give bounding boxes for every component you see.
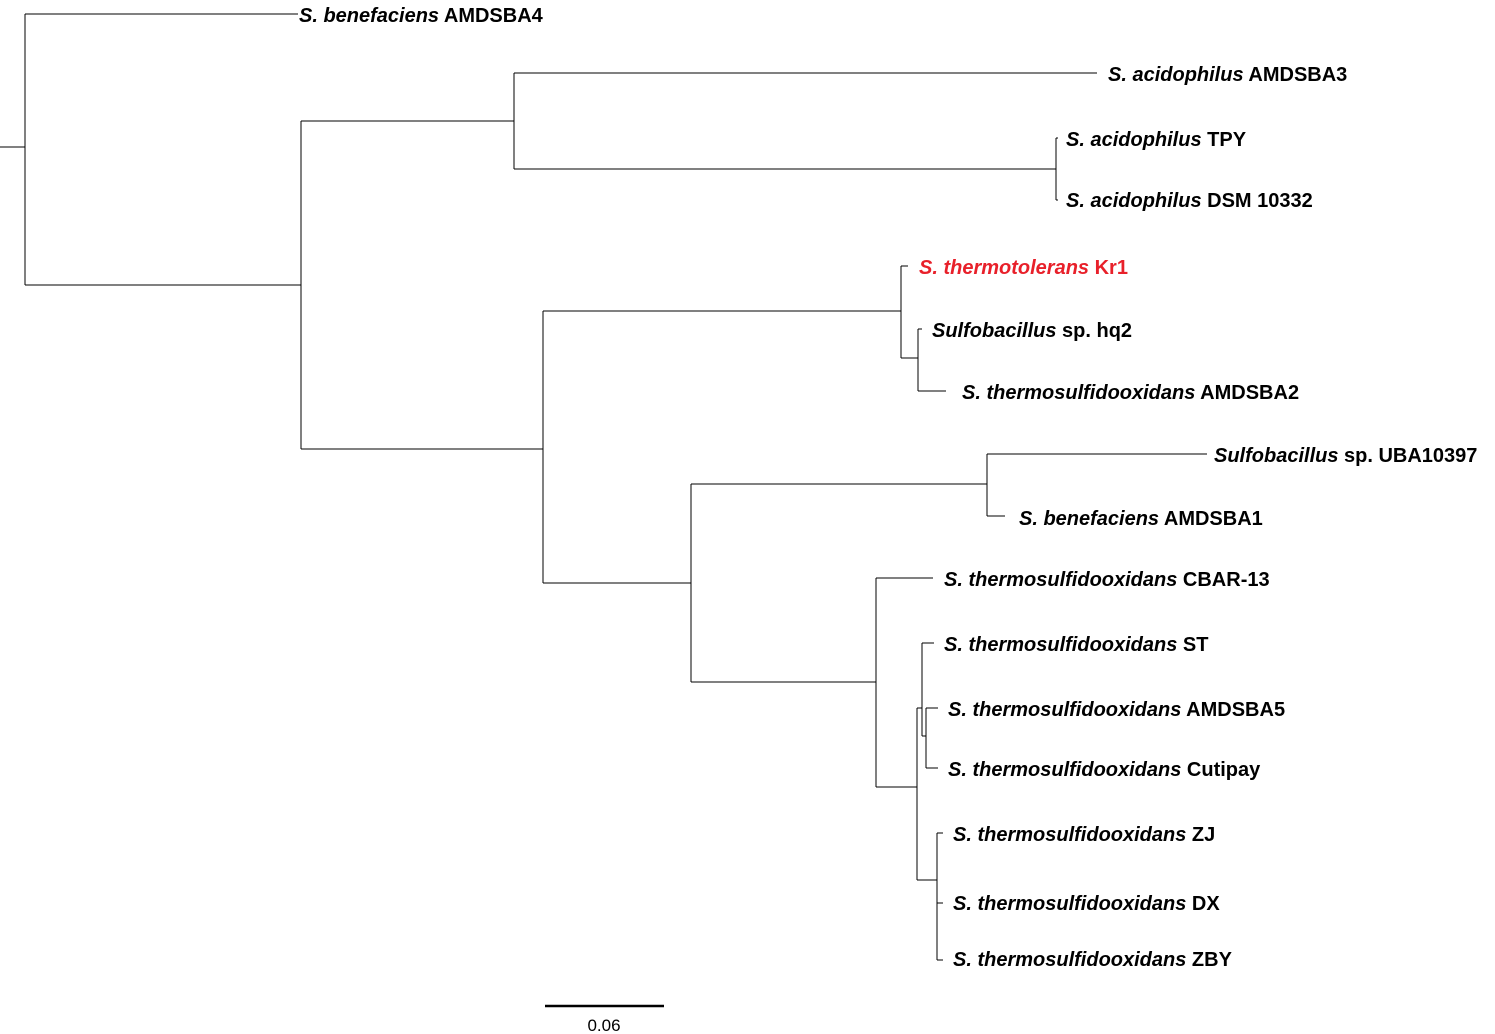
leaf-strain-name: sp. UBA10397 (1338, 445, 1477, 467)
scale-bar-group: 0.06 (545, 1004, 664, 1034)
leaf-strain-name: ZJ (1186, 824, 1215, 846)
leaf-taxon-name: S. benefaciens (299, 5, 439, 27)
leaf-label-l5: S. thermotolerans Kr1 (919, 257, 1128, 279)
leaf-label-l8: Sulfobacillus sp. UBA10397 (1214, 445, 1477, 467)
leaf-label-l10: S. thermosulfidooxidans CBAR-13 (944, 569, 1270, 591)
leaf-strain-name: AMDSBA4 (439, 5, 544, 27)
leaf-strain-name: DX (1186, 893, 1220, 915)
leaf-strain-name: ZBY (1186, 949, 1232, 971)
leaf-label-l13: S. thermosulfidooxidans Cutipay (948, 759, 1261, 781)
leaf-label-l6: Sulfobacillus sp. hq2 (932, 320, 1132, 342)
leaf-taxon-name: S. thermosulfidooxidans (948, 699, 1181, 721)
leaf-strain-name: ST (1177, 634, 1208, 656)
leaf-strain-name: sp. hq2 (1056, 320, 1132, 342)
leaf-strain-name: Cutipay (1181, 759, 1261, 781)
leaf-strain-name: AMDSBA3 (1244, 64, 1348, 86)
leaf-taxon-name: S. thermotolerans (919, 257, 1089, 279)
leaf-taxon-name: S. acidophilus (1066, 129, 1202, 151)
leaf-taxon-name: S. thermosulfidooxidans (948, 759, 1181, 781)
leaf-strain-name: AMDSBA5 (1181, 699, 1285, 721)
leaf-taxon-name: S. benefaciens (1019, 508, 1159, 530)
leaf-strain-name: CBAR-13 (1177, 569, 1269, 591)
leaf-strain-name: DSM 10332 (1202, 190, 1313, 212)
leaf-label-l14: S. thermosulfidooxidans ZJ (953, 824, 1215, 846)
scale-bar-label: 0.06 (587, 1016, 620, 1034)
leaf-strain-name: Kr1 (1089, 257, 1128, 279)
leaf-label-l2: S. acidophilus AMDSBA3 (1108, 64, 1347, 86)
leaf-taxon-name: S. thermosulfidooxidans (953, 949, 1186, 971)
leaf-taxon-name: S. thermosulfidooxidans (953, 824, 1186, 846)
leaf-label-l4: S. acidophilus DSM 10332 (1066, 190, 1313, 212)
leaf-taxon-name: Sulfobacillus (1214, 445, 1338, 467)
leaf-taxon-name: Sulfobacillus (932, 320, 1056, 342)
leaf-label-l1: S. benefaciens AMDSBA4 (299, 5, 544, 27)
leaf-label-l16: S. thermosulfidooxidans ZBY (953, 949, 1233, 971)
leaf-label-l11: S. thermosulfidooxidans ST (944, 634, 1208, 656)
leaf-taxon-name: S. thermosulfidooxidans (944, 569, 1177, 591)
leaf-label-l7: S. thermosulfidooxidans AMDSBA2 (962, 382, 1299, 404)
leaf-strain-name: TPY (1202, 129, 1247, 151)
leaf-strain-name: AMDSBA1 (1159, 508, 1263, 530)
leaf-taxon-name: S. acidophilus (1108, 64, 1244, 86)
tree-branches (0, 13, 1207, 961)
leaf-label-l15: S. thermosulfidooxidans DX (953, 893, 1220, 915)
leaf-taxon-name: S. thermosulfidooxidans (962, 382, 1195, 404)
leaf-label-l12: S. thermosulfidooxidans AMDSBA5 (948, 699, 1285, 721)
leaf-label-l9: S. benefaciens AMDSBA1 (1019, 508, 1263, 530)
leaf-strain-name: AMDSBA2 (1195, 382, 1299, 404)
leaf-taxon-name: S. acidophilus (1066, 190, 1202, 212)
tree-leaf-labels: S. benefaciens AMDSBA4 S. acidophilus AMD… (299, 5, 1477, 971)
leaf-taxon-name: S. thermosulfidooxidans (944, 634, 1177, 656)
leaf-taxon-name: S. thermosulfidooxidans (953, 893, 1186, 915)
leaf-label-l3: S. acidophilus TPY (1066, 129, 1247, 151)
